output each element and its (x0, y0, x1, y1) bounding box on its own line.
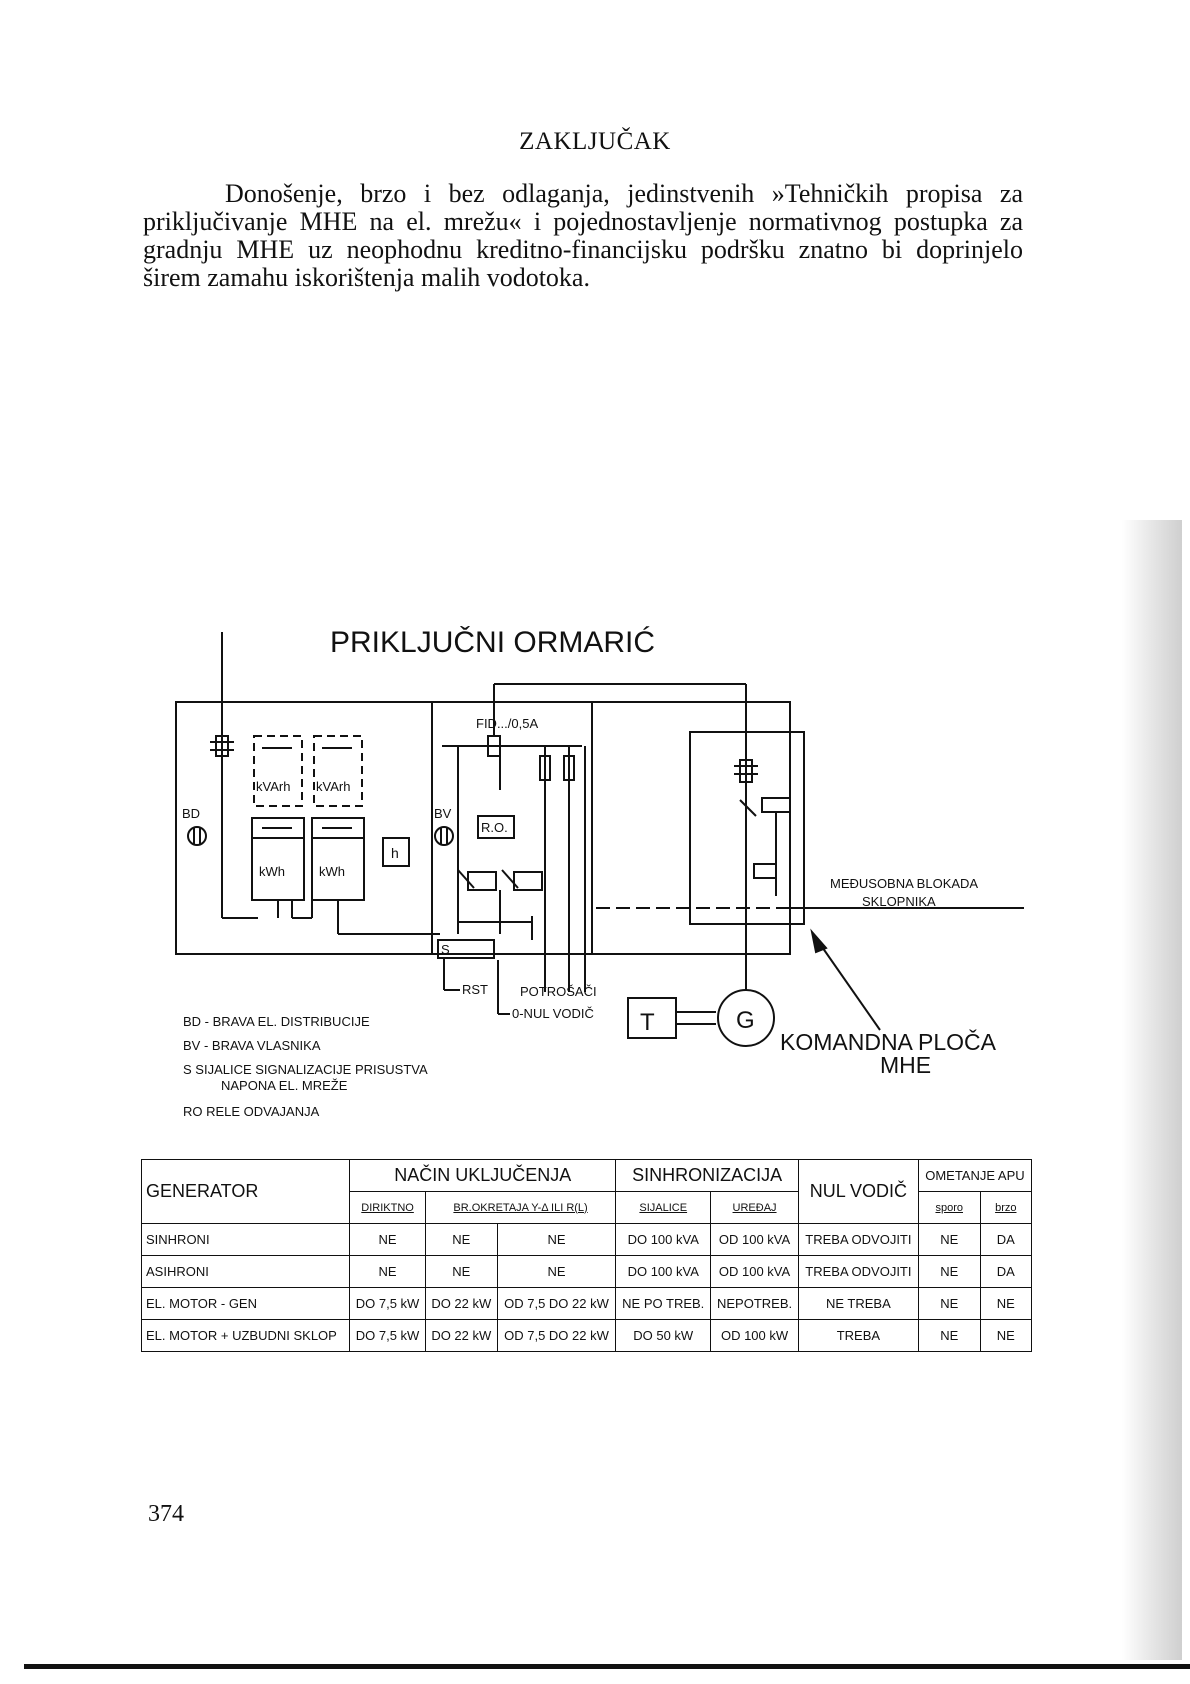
th-brzo: brzo (979, 1191, 1033, 1224)
th-sinhron: SINHRONIZACIJA (615, 1159, 799, 1192)
label-bv: BV (434, 806, 452, 821)
th-okretaja: BR.OKRETAJA Y-Δ ILI R(L) (424, 1191, 617, 1224)
label-h: h (391, 845, 399, 861)
label-kwh-2: kWh (319, 864, 345, 879)
label-fid: FID.../0,5A (476, 716, 538, 731)
label-g: G (736, 1007, 755, 1034)
transformer-box (627, 997, 677, 1039)
label-komandna-2: MHE (880, 1052, 931, 1078)
page-number: 374 (148, 1501, 184, 1527)
th-sijalice: SIJALICE (615, 1191, 712, 1224)
diagram-title: PRIKLJUČNI ORMARIĆ (330, 625, 655, 659)
legend-ro: RO RELE ODVAJANJA (183, 1104, 320, 1119)
th-ometanje: OMETANJE APU (917, 1159, 1033, 1192)
legend-bd: BD - BRAVA EL. DISTRIBUCIJE (183, 1014, 370, 1029)
label-blokada-2: SKLOPNIKA (862, 894, 936, 909)
label-ro: R.O. (481, 820, 508, 835)
label-bd: BD (182, 806, 200, 821)
th-sporo: sporo (917, 1191, 981, 1224)
th-generator: GENERATOR (140, 1159, 351, 1224)
label-kvarh-2: kVArh (316, 779, 350, 794)
label-potrosaci: POTROŠAČI (520, 984, 597, 999)
page-edge-shadow (1122, 520, 1182, 1660)
table-row: EL. MOTOR - GEN DO 7,5 kW DO 22 kW OD 7,… (140, 1287, 1033, 1320)
label-kwh-1: kWh (259, 864, 285, 879)
th-uredaj: UREĐAJ (710, 1191, 799, 1224)
label-kvarh-1: kVArh (256, 779, 290, 794)
section-heading: ZAKLJUČAK (519, 128, 671, 155)
generator-circle (717, 989, 775, 1047)
label-komandna-1: KOMANDNA PLOČA (780, 1028, 997, 1055)
table-row: ASIHRONI NE NE NE DO 100 kVA OD 100 kVA … (140, 1255, 1033, 1288)
th-nul: NUL VODIČ (797, 1159, 919, 1224)
th-dirikt: DIRIKTNO (349, 1191, 426, 1224)
generator-table: GENERATOR NAČIN UKLJUČENJA SINHRONIZACIJ… (140, 1159, 1033, 1352)
table-row: SINHRONI NE NE NE DO 100 kVA OD 100 kVA … (140, 1223, 1033, 1256)
label-nul-vodic: 0-NUL VODIČ (512, 1006, 594, 1021)
legend-s1: S SIJALICE SIGNALIZACIJE PRISUSTVA (183, 1062, 428, 1077)
th-nacin: NAČIN UKLJUČENJA (349, 1159, 617, 1192)
owner-section (431, 701, 593, 955)
legend-s2: NAPONA EL. MREŽE (221, 1078, 348, 1093)
label-s: S (441, 942, 450, 957)
label-blokada-1: MEĐUSOBNA BLOKADA (830, 876, 978, 891)
legend-bv: BV - BRAVA VLASNIKA (183, 1038, 321, 1053)
table-row: EL. MOTOR + UZBUDNI SKLOP DO 7,5 kW DO 2… (140, 1319, 1033, 1352)
label-rst: RST (462, 982, 488, 997)
label-t: T (640, 1009, 655, 1036)
bottom-rule (24, 1664, 1190, 1669)
conclusion-paragraph: Donošenje, brzo i bez odlaganja, jedinst… (143, 179, 1023, 292)
